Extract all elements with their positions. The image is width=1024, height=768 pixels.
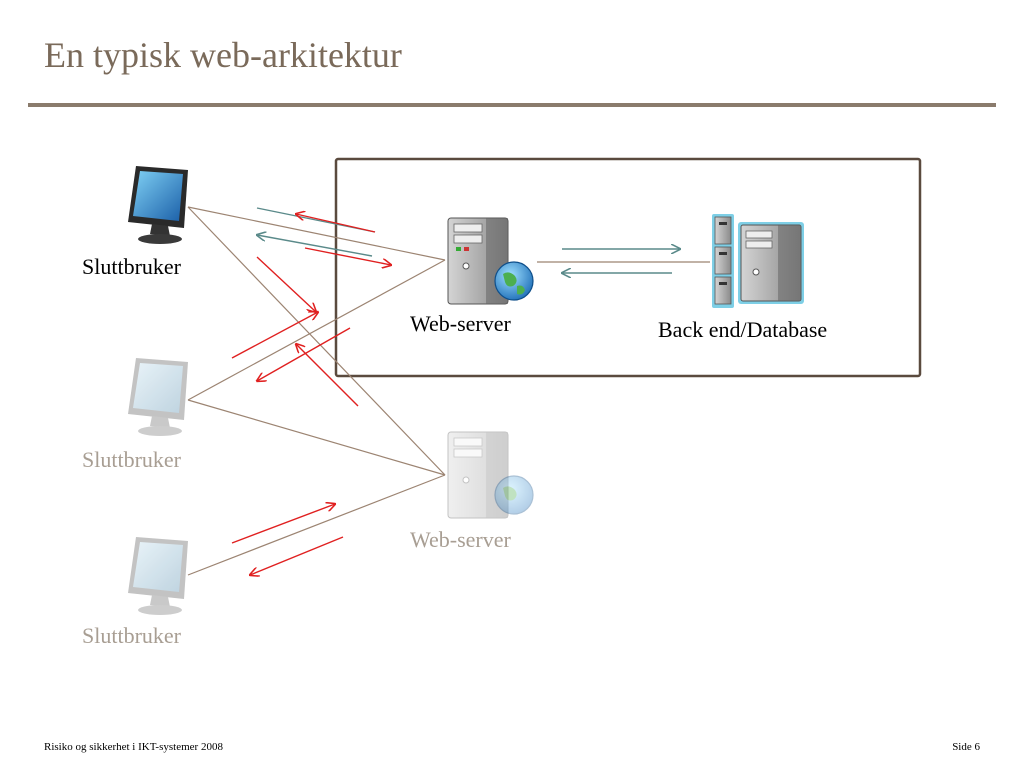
web-server-label: Web-server [410,527,511,552]
arrow-response-5 [250,536,344,575]
backend-label: Back end/Database [658,317,828,342]
database-server-icon [712,214,734,308]
client-label: Sluttbruker [82,623,181,648]
link-client2-webserver2 [187,399,446,476]
arrow-request-4 [231,312,318,359]
globe-icon [494,475,534,515]
arrow-request-1 [296,214,376,233]
monitor-icon [128,537,188,615]
arrow-response-4 [257,327,351,381]
client-label: Sluttbruker [82,447,181,472]
server-zone-box [334,157,922,378]
footer-page-number: Side 6 [952,741,980,753]
monitor-icon [128,166,188,244]
arrow-request-2 [304,247,391,265]
globe-icon [494,261,534,301]
link-client2-webserver1 [187,259,446,401]
client-label: Sluttbruker [82,254,181,279]
footer-course: Risiko og sikkerhet i IKT-systemer 2008 [44,741,223,753]
traffic-arrows [231,207,680,575]
connections [187,206,710,576]
link-client1-webserver1 [187,206,446,261]
arrow-response-3 [296,344,359,407]
slide-title: En typisk web-arkitektur [44,35,402,75]
arrow-response-2 [257,235,373,257]
arrow-request-3 [256,256,316,312]
web-server-label: Web-server [410,311,511,336]
title-divider [28,103,996,107]
monitor-icon [128,358,188,436]
server-tower-icon [738,222,804,304]
link-client1-webserver2 [187,206,446,476]
arrow-request-5 [231,504,335,544]
link-client3-webserver2 [187,474,446,576]
